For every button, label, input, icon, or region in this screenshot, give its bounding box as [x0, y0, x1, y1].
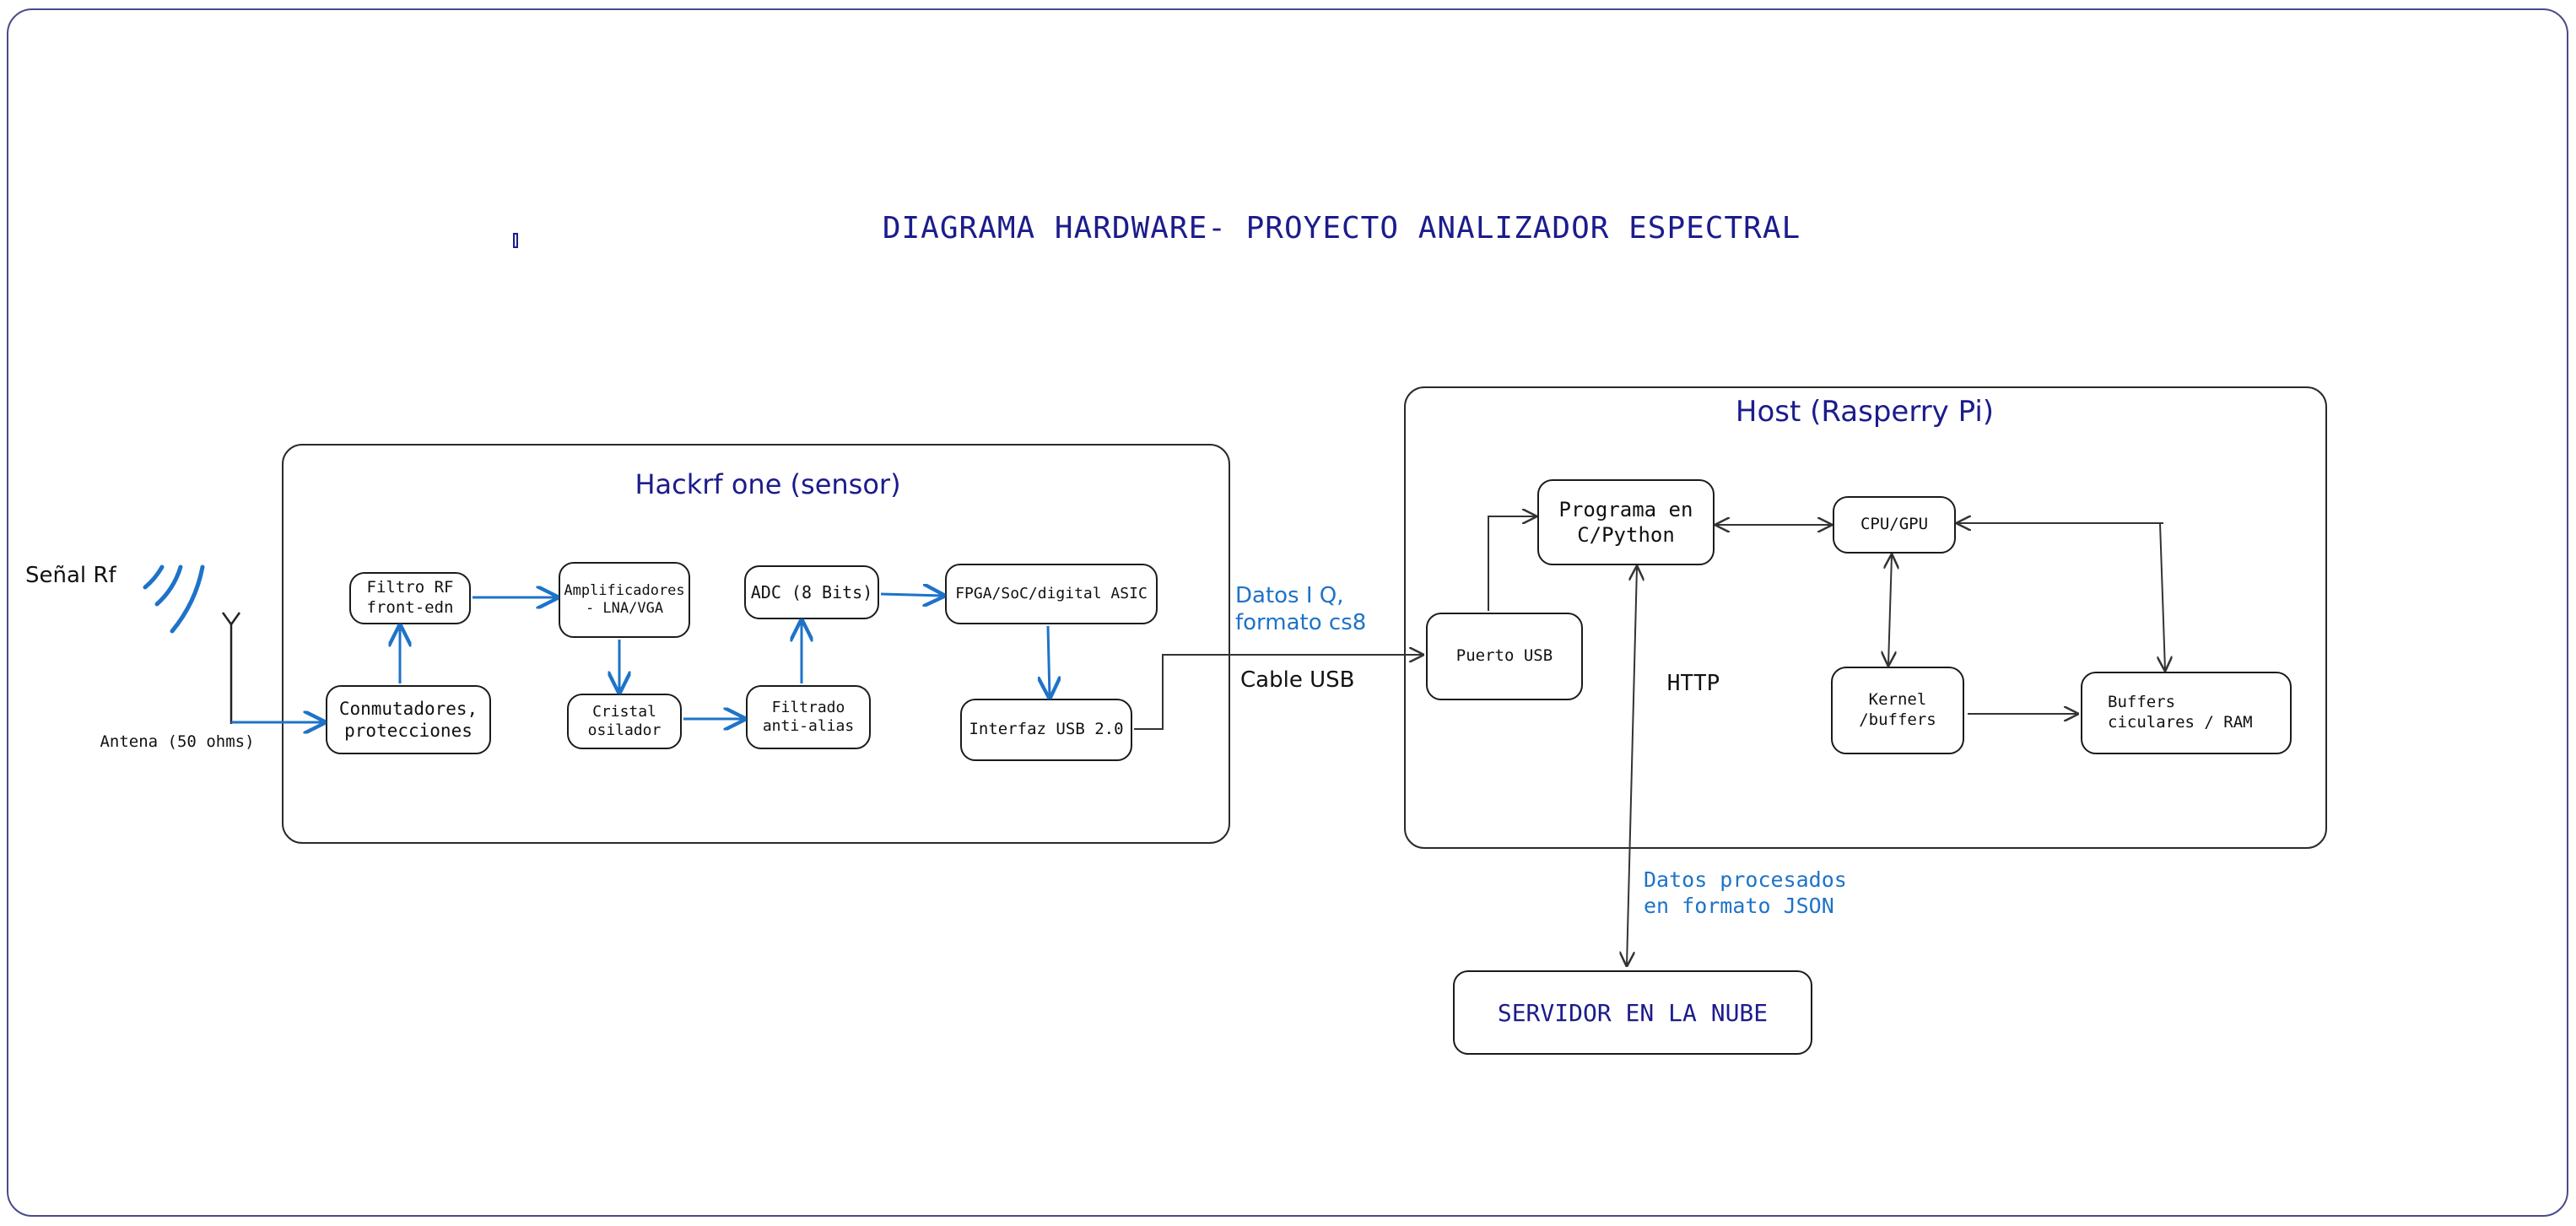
http-label: HTTP — [1666, 670, 1720, 696]
conmutadores-block: Conmutadores, protecciones — [326, 685, 491, 754]
buffers-label: Buffers ciculares / RAM — [2108, 693, 2253, 732]
interfaz-usb-block: Interfaz USB 2.0 — [960, 699, 1132, 761]
puerto-usb-block: Puerto USB — [1426, 613, 1583, 700]
amplificadores-label: Amplificadores - LNA/VGA — [564, 581, 685, 617]
interfaz-usb-label: Interfaz USB 2.0 — [969, 720, 1124, 739]
text-cursor-marker — [513, 233, 518, 248]
programa-label: Programa en C/Python — [1558, 498, 1693, 547]
host-frame — [1404, 386, 2327, 849]
cristal-block: Cristal osilador — [567, 694, 682, 749]
fpga-label: FPGA/SoC/digital ASIC — [955, 584, 1148, 602]
amplificadores-block: Amplificadores - LNA/VGA — [559, 562, 690, 638]
filtro-rf-block: Filtro RF front-edn — [349, 572, 471, 624]
kernel-label: Kernel /buffers — [1859, 690, 1936, 729]
cpu-gpu-label: CPU/GPU — [1860, 515, 1929, 534]
programa-block: Programa en C/Python — [1537, 479, 1715, 565]
servidor-block: SERVIDOR EN LA NUBE — [1453, 970, 1812, 1055]
cpu-gpu-block: CPU/GPU — [1833, 496, 1956, 554]
datos-iq-label: Datos I Q, formato cs8 — [1235, 582, 1367, 636]
kernel-block: Kernel /buffers — [1831, 667, 1964, 754]
page-frame — [7, 8, 2568, 1217]
hackrf-frame — [282, 444, 1230, 844]
fpga-block: FPGA/SoC/digital ASIC — [945, 564, 1158, 624]
json-label: Datos procesados en formato JSON — [1644, 867, 1847, 918]
conmutadores-label: Conmutadores, protecciones — [338, 698, 478, 741]
arrow-puerto-programa — [1488, 516, 1536, 611]
arrow-fpga-usb — [1048, 625, 1050, 697]
arrow-usb-cable — [1134, 655, 1423, 730]
radio-waves-icon — [143, 564, 205, 634]
hackrf-title: Hackrf one (sensor) — [635, 468, 901, 500]
filtro-rf-label: Filtro RF front-edn — [366, 578, 454, 617]
antenna-icon — [221, 612, 241, 724]
arrow-adc-fpga — [880, 594, 943, 596]
antenna-label: Antena (50 ohms) — [100, 732, 255, 752]
arrow-cpu-kernel — [1888, 555, 1892, 665]
servidor-label: SERVIDOR EN LA NUBE — [1497, 998, 1769, 1027]
cristal-label: Cristal osilador — [587, 702, 662, 740]
arrow-cpu-line-buffers — [2160, 522, 2165, 670]
cable-usb-label: Cable USB — [1240, 667, 1355, 693]
diagram-title: DIAGRAMA HARDWARE- PROYECTO ANALIZADOR E… — [882, 210, 1801, 246]
filtrado-block: Filtrado anti-alias — [746, 685, 871, 749]
host-title: Host (Rasperry Pi) — [1735, 394, 1995, 429]
adc-label: ADC (8 Bits) — [750, 581, 873, 602]
puerto-usb-label: Puerto USB — [1455, 646, 1553, 666]
buffers-block: Buffers ciculares / RAM — [2081, 672, 2292, 754]
filtrado-label: Filtrado anti-alias — [762, 698, 855, 736]
arrow-programa-servidor — [1627, 567, 1637, 965]
signal-label: Señal Rf — [25, 562, 116, 588]
adc-block: ADC (8 Bits) — [744, 565, 879, 619]
